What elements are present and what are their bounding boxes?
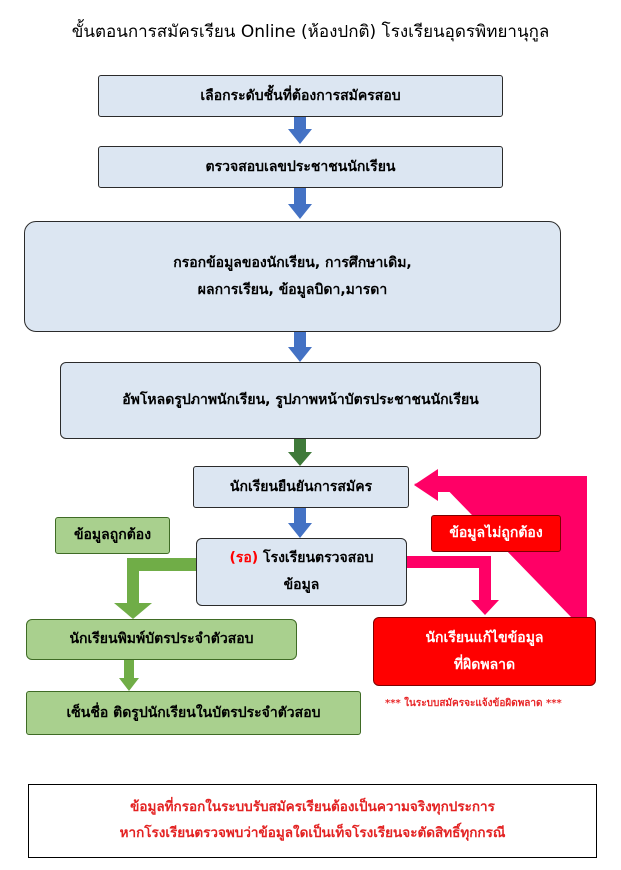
down-arrow-4 bbox=[288, 439, 312, 466]
down-arrow-3 bbox=[288, 332, 312, 362]
return-arrow-body bbox=[414, 469, 587, 617]
correct-branch-arrow bbox=[114, 558, 196, 619]
wait-label: (รอ) bbox=[229, 550, 259, 567]
incorrect-branch-arrow bbox=[407, 556, 499, 615]
page-title: ขั้นตอนการสมัครเรียน Online (ห้องปกติ) โ… bbox=[71, 22, 550, 42]
step-fill-info: กรอกข้อมูลของนักเรียน, การศึกษาเดิม, ผลก… bbox=[24, 221, 561, 332]
fix-data: นักเรียนแก้ไขข้อมูล ที่ผิดพลาด bbox=[373, 617, 596, 686]
down-arrow-6 bbox=[119, 660, 139, 691]
step-school-review: (รอ) โรงเรียนตรวจสอบ ข้อมูล bbox=[196, 538, 407, 606]
step-upload-photos: อัพโหลดรูปภาพนักเรียน, รูปภาพหน้าบัตรประ… bbox=[60, 362, 541, 439]
down-arrow-1 bbox=[288, 117, 312, 144]
sign-exam-card: เซ็นชื่อ ติดรูปนักเรียนในบัตรประจำตัวสอบ bbox=[26, 691, 361, 735]
step-check-id: ตรวจสอบเลขประชาชนนักเรียน bbox=[98, 146, 503, 188]
print-exam-card: นักเรียนพิมพ์บัตรประจำตัวสอบ bbox=[26, 619, 297, 660]
step-confirm: นักเรียนยืนยันการสมัคร bbox=[193, 466, 409, 508]
return-arrow bbox=[414, 478, 585, 617]
incorrect-data-label: ข้อมูลไม่ถูกต้อง bbox=[431, 515, 561, 552]
warning-box: ข้อมูลที่กรอกในระบบรับสมัครเรียนต้องเป็น… bbox=[28, 784, 597, 858]
step-select-level: เลือกระดับชั้นที่ต้องการสมัครสอบ bbox=[98, 75, 503, 117]
fix-note: *** ในระบบสมัครจะแจ้งข้อผิดพลาด *** bbox=[385, 698, 562, 709]
down-arrow-5 bbox=[288, 508, 312, 538]
down-arrow-2 bbox=[288, 188, 312, 219]
correct-data-label: ข้อมูลถูกต้อง bbox=[55, 517, 170, 554]
